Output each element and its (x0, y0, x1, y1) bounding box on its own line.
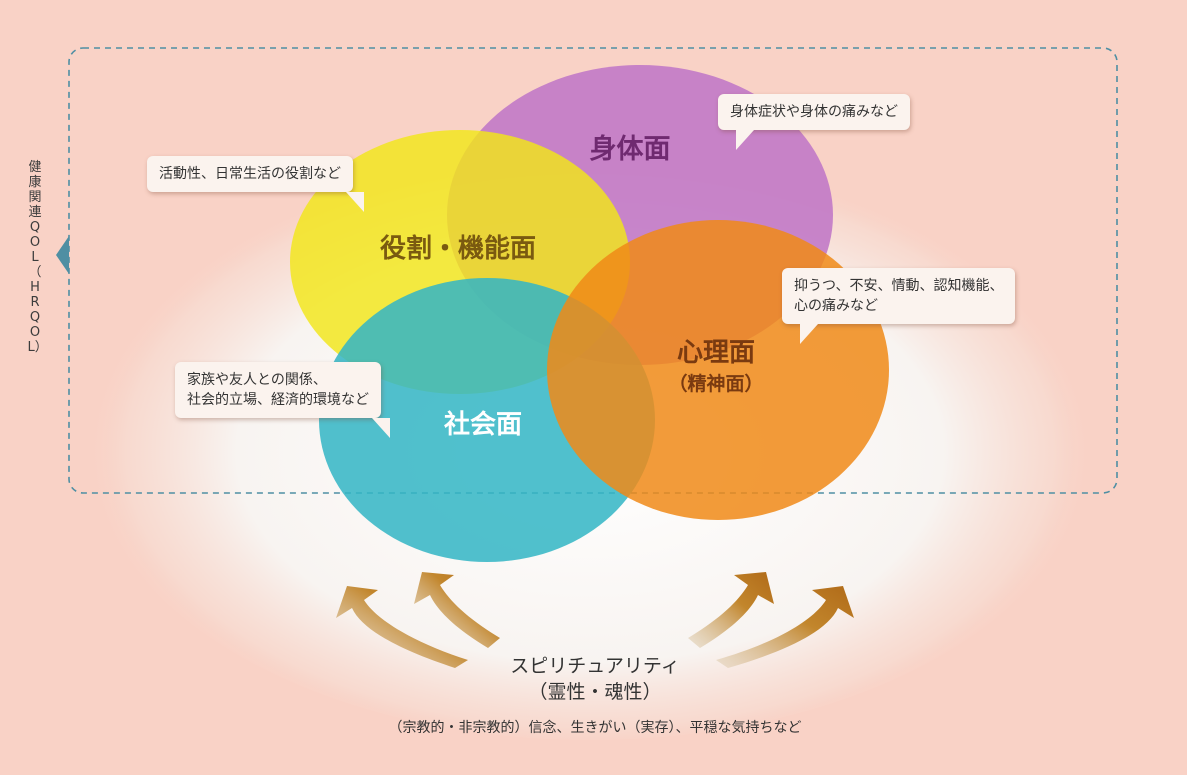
arrow-left-inner (414, 572, 500, 648)
role-label: 役割・機能面 (380, 233, 536, 264)
role-callout: 活動性、日常生活の役割など (147, 156, 353, 192)
psych-callout: 抑うつ、不安、情動、認知機能、 心の痛みなど (782, 268, 1016, 324)
psych-label: 心理面 (677, 338, 755, 368)
physical-callout-tail (736, 130, 754, 150)
arrow-right-outer (716, 586, 854, 668)
social-label: 社会面 (444, 409, 522, 440)
social-callout-tail (372, 418, 390, 438)
hrqol-indicator-arrow (56, 236, 69, 274)
spirituality-description: （宗教的・非宗教的）信念、生きがい（実存）、平穏な気持ちなど (388, 720, 802, 736)
psych-callout-tail (800, 324, 818, 344)
hrqol-vertical-label: 健康関連QOL（HRQOL） (27, 160, 48, 355)
arrow-right-inner (688, 572, 774, 648)
physical-label: 身体面 (590, 133, 671, 165)
arrow-left-outer (336, 586, 468, 668)
psych-circle (547, 220, 889, 520)
role-callout-tail (346, 192, 364, 212)
spirituality-title: スピリチュアリティ (510, 655, 680, 677)
spirituality-arrows (336, 572, 854, 668)
psych-sublabel: （精神面） (668, 372, 763, 395)
physical-callout: 身体症状や身体の痛みなど (718, 94, 910, 130)
spirituality-subtitle: （霊性・魂性） (528, 681, 662, 703)
social-callout: 家族や友人との関係、 社会的立場、経済的環境など (175, 362, 381, 418)
